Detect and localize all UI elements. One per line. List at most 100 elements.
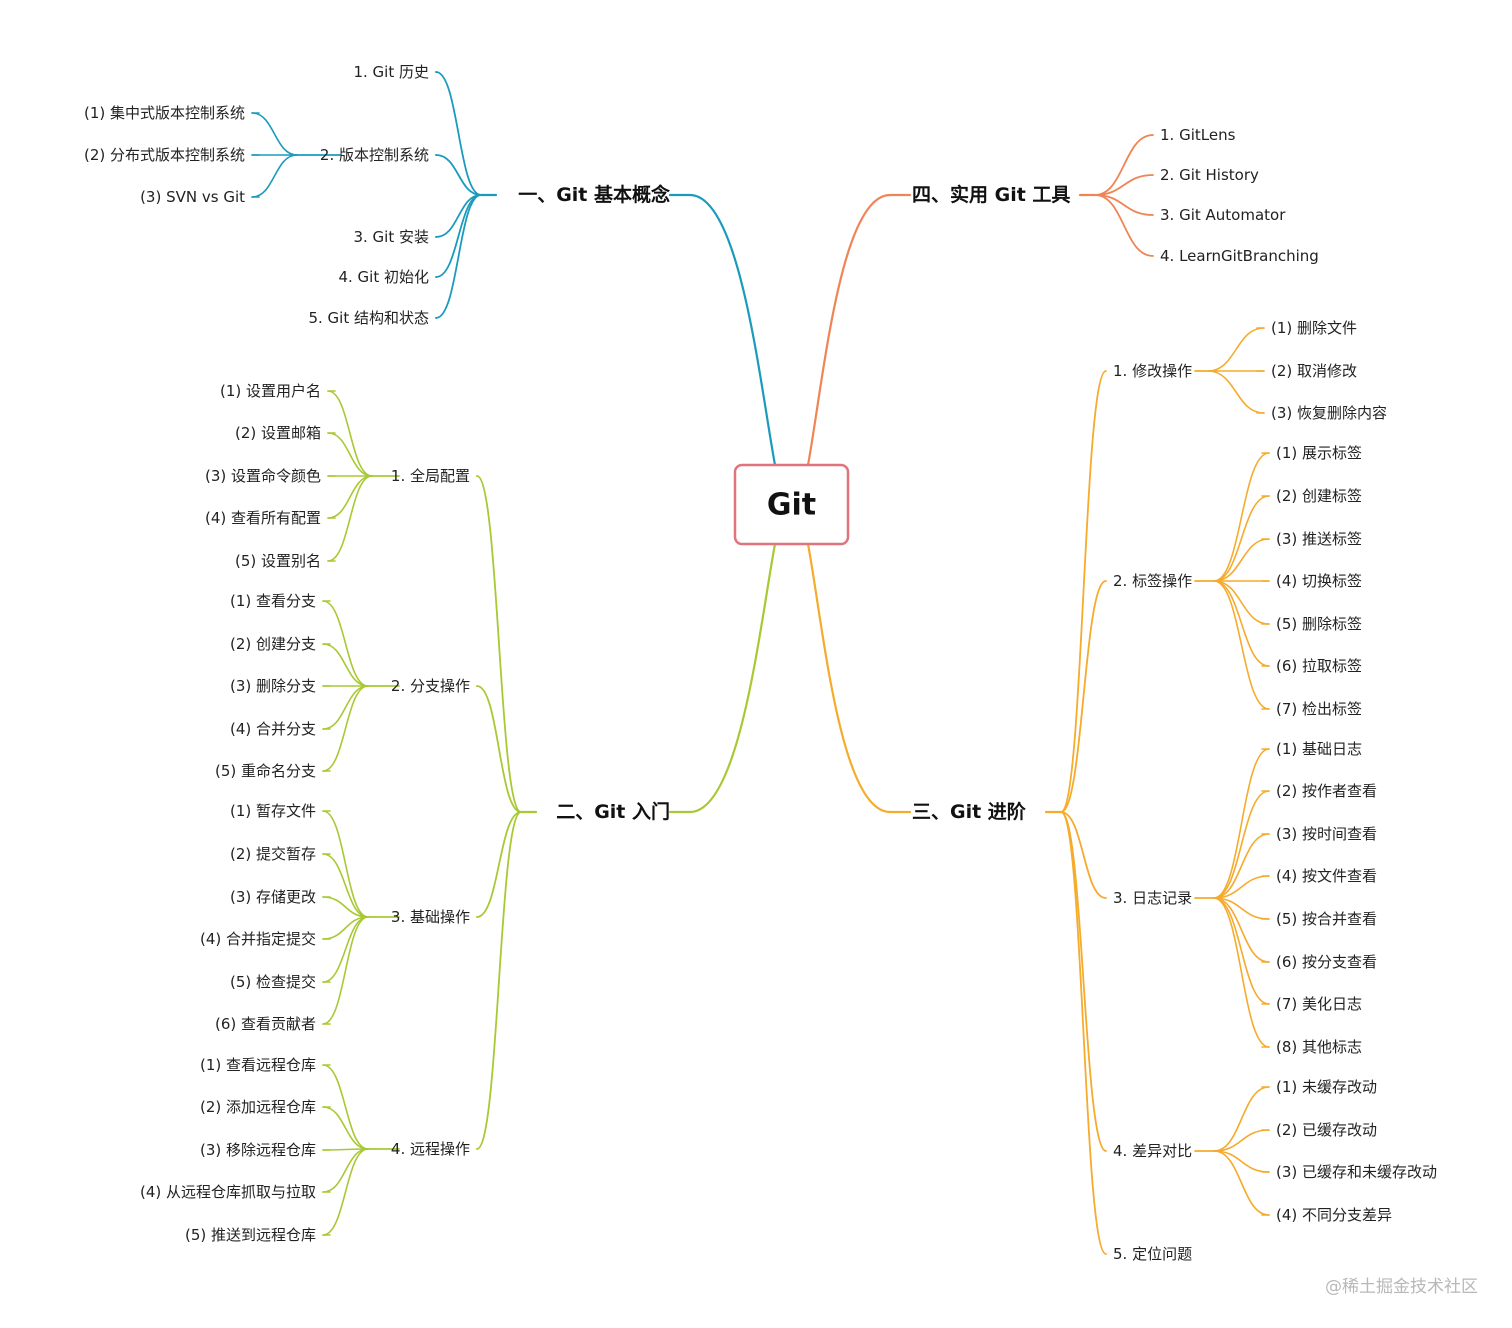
child-tools-2[interactable]: 2. Git History [1160,166,1259,184]
edges [251,71,1270,1255]
sub-intro-4-5[interactable]: (5) 推送到远程仓库 [185,1226,316,1244]
sub-intro-4-1[interactable]: (1) 查看远程仓库 [200,1056,316,1074]
child-edge [1094,194,1154,257]
child-basics-3[interactable]: 3. Git 安装 [353,228,429,246]
sub-intro-2-5[interactable]: (5) 重命名分支 [215,762,316,780]
sub-advanced-4-2[interactable]: (2) 已缓存改动 [1276,1121,1377,1139]
sub-edge [322,600,369,687]
branch-tools[interactable]: 四、实用 Git 工具 [912,183,1070,206]
sub-intro-1-5[interactable]: (5) 设置别名 [235,552,321,570]
sub-edge [1213,897,1270,1005]
sub-intro-4-3[interactable]: (3) 移除远程仓库 [200,1141,316,1159]
sub-edge [1213,790,1270,899]
sub-edge [1213,748,1270,899]
child-intro-2[interactable]: 2. 分支操作 [391,677,470,695]
labels: 一、Git 基本概念 1. Git 历史 2. 版本控制系统 (1) 集中式版本控制系… [84,63,1437,1263]
sub-edge [322,643,369,687]
sub-intro-4-4[interactable]: (4) 从远程仓库抓取与拉取 [140,1183,316,1201]
child-intro-3[interactable]: 3. 基础操作 [391,908,470,926]
sub-advanced-3-8[interactable]: (8) 其他标志 [1276,1038,1362,1056]
sub-advanced-2-2[interactable]: (2) 创建标签 [1276,487,1362,505]
child-intro-4[interactable]: 4. 远程操作 [391,1140,470,1158]
sub-intro-3-4[interactable]: (4) 合并指定提交 [200,930,316,948]
child-basics-2[interactable]: 2. 版本控制系统 [320,146,429,164]
sub-advanced-2-3[interactable]: (3) 推送标签 [1276,530,1362,548]
sub-basics-2-2[interactable]: (2) 分布式版本控制系统 [84,146,245,164]
sub-intro-2-3[interactable]: (3) 删除分支 [230,677,316,695]
sub-advanced-3-2[interactable]: (2) 按作者查看 [1276,782,1377,800]
child-edge [435,194,482,238]
sub-intro-3-2[interactable]: (2) 提交暂存 [230,845,316,863]
child-tools-4[interactable]: 4. LearnGitBranching [1160,247,1319,265]
sub-advanced-3-1[interactable]: (1) 基础日志 [1276,740,1362,758]
sub-advanced-3-7[interactable]: (7) 美化日志 [1276,995,1362,1013]
sub-advanced-3-3[interactable]: (3) 按时间查看 [1276,825,1377,843]
root-edge [806,193,892,467]
sub-intro-1-4[interactable]: (4) 查看所有配置 [205,509,321,527]
sub-advanced-1-2[interactable]: (2) 取消修改 [1271,362,1357,380]
sub-edge [1213,495,1270,582]
child-edge [1094,134,1154,196]
sub-intro-3-6[interactable]: (6) 查看贡献者 [215,1015,316,1033]
sub-advanced-3-4[interactable]: (4) 按文件查看 [1276,867,1377,885]
sub-advanced-4-4[interactable]: (4) 不同分支差异 [1276,1206,1392,1224]
sub-intro-3-3[interactable]: (3) 存储更改 [230,888,316,906]
sub-advanced-2-6[interactable]: (6) 拉取标签 [1276,657,1362,675]
child-advanced-1[interactable]: 1. 修改操作 [1113,362,1192,380]
sub-intro-2-1[interactable]: (1) 查看分支 [230,592,316,610]
sub-edge [322,1148,369,1193]
sub-edge [327,475,373,519]
child-edge [1060,580,1107,813]
branch-basics[interactable]: 一、Git 基本概念 [518,183,670,206]
sub-edge [322,1064,369,1150]
sub-intro-3-5[interactable]: (5) 检查提交 [230,973,316,991]
child-tools-3[interactable]: 3. Git Automator [1160,206,1286,224]
sub-edge [1213,580,1270,625]
sub-intro-1-1[interactable]: (1) 设置用户名 [220,382,321,400]
child-intro-1[interactable]: 1. 全局配置 [391,467,470,485]
child-basics-5[interactable]: 5. Git 结构和状态 [308,309,429,327]
sub-advanced-1-3[interactable]: (3) 恢复删除内容 [1271,404,1387,422]
child-advanced-3[interactable]: 3. 日志记录 [1113,889,1192,907]
sub-edge [327,390,373,477]
sub-intro-3-1[interactable]: (1) 暂存文件 [230,802,316,820]
watermark: @稀土掘金技术社区 [1325,1277,1478,1297]
sub-edge [322,685,369,730]
sub-edge [1213,897,1270,1048]
sub-intro-2-2[interactable]: (2) 创建分支 [230,635,316,653]
sub-intro-4-2[interactable]: (2) 添加远程仓库 [200,1098,316,1116]
sub-edge [327,432,373,477]
root-edge [688,193,777,467]
sub-edge [1213,1086,1270,1152]
sub-advanced-4-1[interactable]: (1) 未缓存改动 [1276,1078,1377,1096]
sub-intro-2-4[interactable]: (4) 合并分支 [230,720,316,738]
child-advanced-4[interactable]: 4. 差异对比 [1113,1142,1192,1160]
child-basics-1[interactable]: 1. Git 历史 [353,63,429,81]
sub-basics-2-1[interactable]: (1) 集中式版本控制系统 [84,104,245,122]
sub-edge [322,1148,369,1236]
sub-advanced-1-1[interactable]: (1) 删除文件 [1271,319,1357,337]
root-node[interactable]: Git [733,463,850,546]
child-edge [1094,174,1154,196]
child-advanced-5[interactable]: 5. 定位问题 [1113,1245,1192,1263]
child-tools-1[interactable]: 1. GitLens [1160,126,1236,144]
sub-edge [322,916,369,1025]
branch-advanced[interactable]: 三、Git 进阶 [912,800,1027,823]
sub-advanced-3-6[interactable]: (6) 按分支查看 [1276,953,1377,971]
branch-intro[interactable]: 二、Git 入门 [556,800,670,823]
sub-advanced-2-7[interactable]: (7) 检出标签 [1276,700,1362,718]
sub-basics-2-3[interactable]: (3) SVN vs Git [140,188,245,206]
sub-advanced-2-5[interactable]: (5) 删除标签 [1276,615,1362,633]
child-edge [435,71,482,196]
sub-intro-1-2[interactable]: (2) 设置邮箱 [235,424,321,442]
sub-intro-1-3[interactable]: (3) 设置命令颜色 [205,467,321,485]
sub-edge [1213,833,1270,899]
sub-edge [322,1106,369,1150]
child-basics-4[interactable]: 4. Git 初始化 [338,268,429,286]
child-advanced-2[interactable]: 2. 标签操作 [1113,572,1192,590]
sub-advanced-2-4[interactable]: (4) 切换标签 [1276,572,1362,590]
child-edge [1060,370,1107,813]
sub-advanced-2-1[interactable]: (1) 展示标签 [1276,444,1362,462]
sub-advanced-4-3[interactable]: (3) 已缓存和未缓存改动 [1276,1163,1437,1181]
sub-advanced-3-5[interactable]: (5) 按合并查看 [1276,910,1377,928]
